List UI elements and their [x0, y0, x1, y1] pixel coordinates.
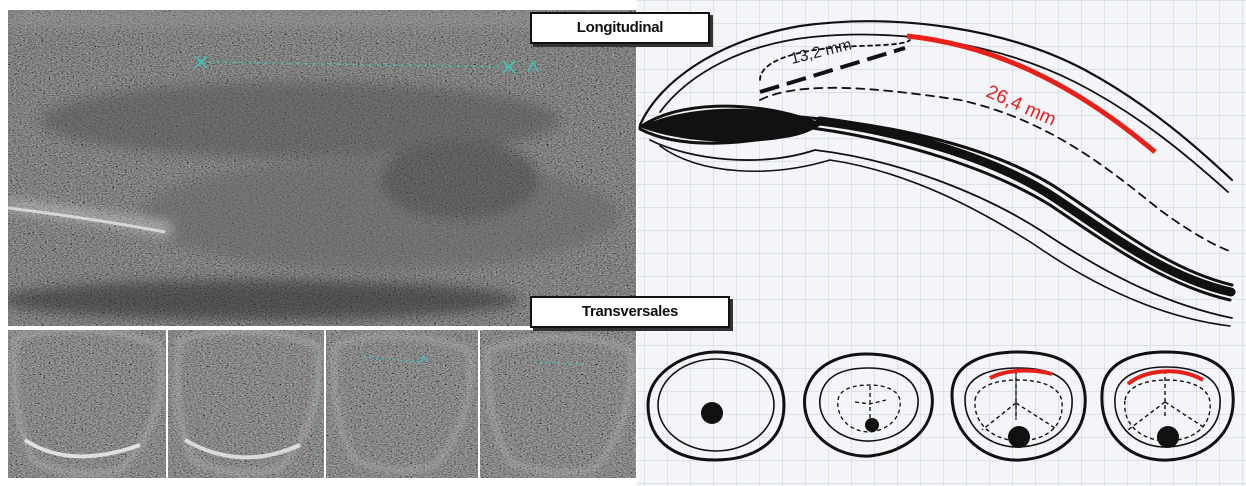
ultrasound-transverse-image-4: [480, 330, 636, 478]
ultrasound-transverse-image-1: [8, 329, 166, 478]
longitudinal-label: Longitudinal: [530, 12, 710, 44]
grid-paper-background: [637, 0, 1246, 486]
ultrasound-transverse-image-3: [326, 330, 478, 478]
ultrasound-longitudinal-image: [0, 10, 636, 326]
ultrasound-transverse-image-2: [168, 330, 324, 478]
transversales-label: Transversales: [530, 296, 730, 328]
